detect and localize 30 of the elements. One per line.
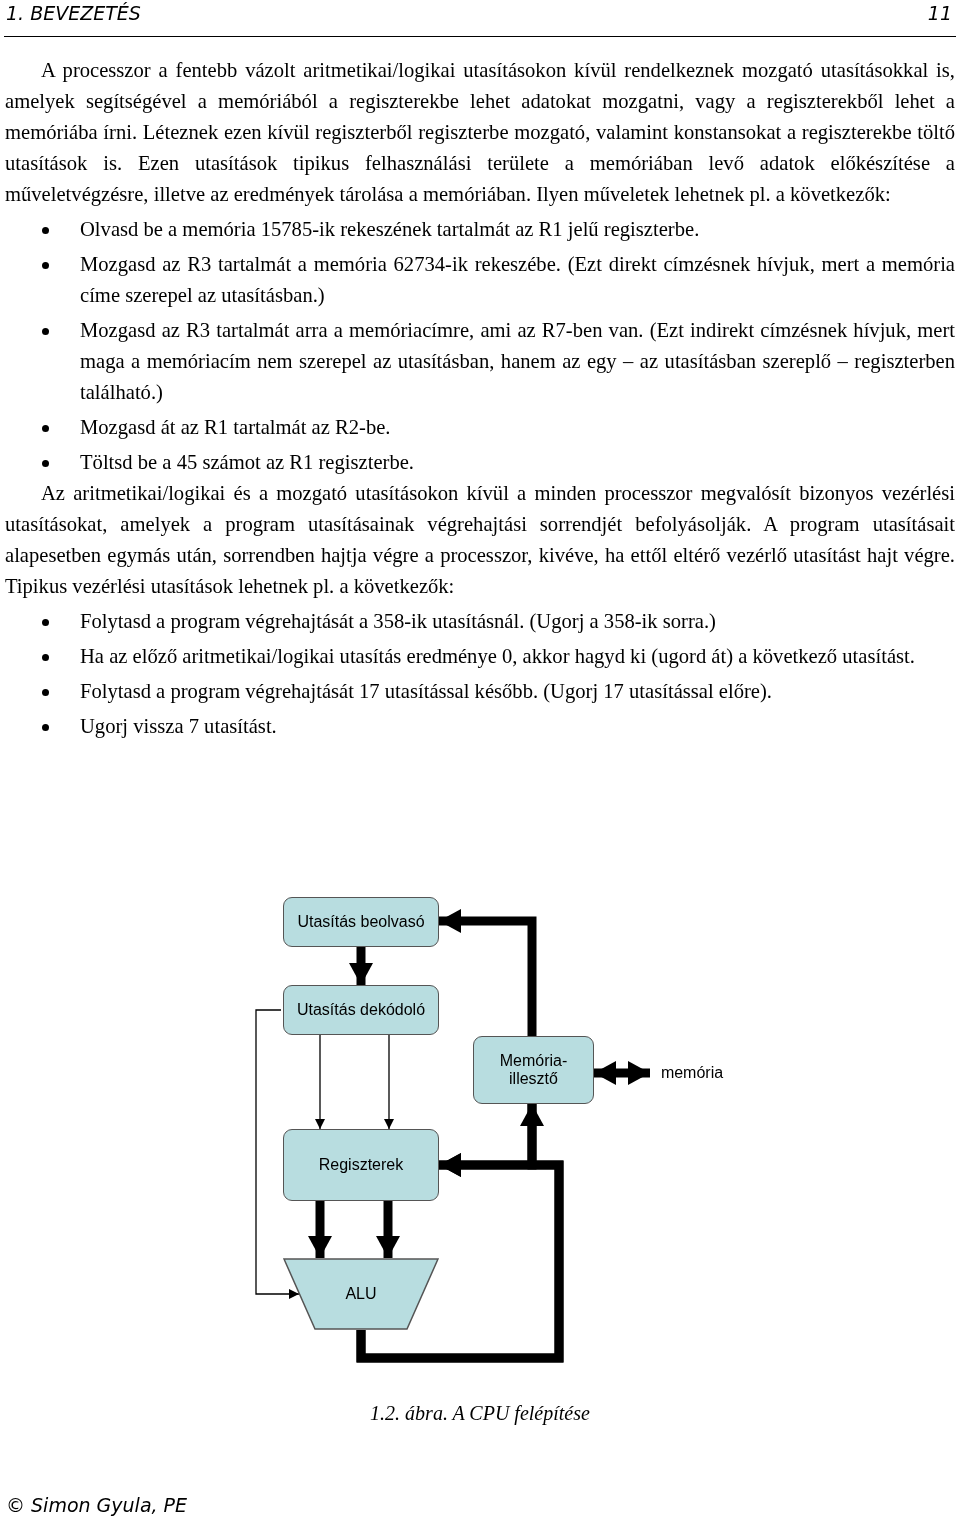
list-item-text: Mozgasd át az R1 tartalmát az R2-be. bbox=[80, 416, 391, 438]
list-item-text: Olvasd be a memória 15785-ik rekeszének tartalmát az R1 jelű regiszterbe. bbox=[80, 218, 700, 240]
memory-label: memória bbox=[652, 1060, 732, 1086]
list-item-text: Ha az előző aritmetikai/logikai utasítás eredménye 0, akkor hagyd ki (ugord át) a következő utasítást. bbox=[80, 645, 915, 667]
paragraph: A processzor a fentebb vázolt aritmetikai/logikai utasításokon kívül rendelkeznek mozgató utasításokkal is, amelyek segítségével a memóriából a regiszterekbe lehet adatokat mozgatni, vagy a regiszterekből lehet a memóriába írni. Léteznek ezen kívül regiszterből regiszterbe mozgató, valamint konstansokat a regiszterekbe töltő utasítások is. Ezen utasítások tipikus felhasználási területe a memóriában levő adatok előkészítése a műveletvégzésre, illetve az eredmények tárolása a memóriában. Ilyen műveletek lehetnek pl. a következők: bbox=[5, 58, 955, 208]
register-box: Regiszterek bbox=[283, 1129, 439, 1201]
arrow bbox=[308, 1201, 332, 1258]
arrow bbox=[439, 909, 537, 1036]
process-box: Memória-illesztő bbox=[473, 1036, 594, 1104]
list-item-text: Folytasd a program végrehajtását a 358-ik utasításnál. (Ugorj a 358-ik sorra.) bbox=[80, 610, 716, 632]
paragraph: Az aritmetikai/logikai és a mozgató utasításokon kívül a minden processzor megvalósít bizonyos vezérlési utasításokat, amelyek a program utasításainak végrehajtási sorrendjét befolyásolják. A program utasításait alapesetben egymás után, sorrendben hajtja végre a processzor, kivéve, ha ettől eltérő vezérlő utasítást hajt végre. Tipikus vezérlési utasítások lehetnek pl. a következők: bbox=[5, 481, 955, 600]
arrow bbox=[255, 1009, 300, 1299]
arrow bbox=[349, 947, 373, 985]
running-header: 1. BEVEZETÉS bbox=[6, 2, 141, 24]
arrow bbox=[315, 1034, 325, 1130]
list-item-text: Mozgasd az R3 tartalmát a memória 62734-ik rekeszébe. (Ezt direkt címzésnek hívjuk, mert a memória címe szerepel az utasításban.) bbox=[80, 253, 955, 306]
arrow bbox=[439, 1104, 537, 1177]
arrow bbox=[594, 1061, 650, 1085]
arrow bbox=[376, 1201, 400, 1258]
list-item-text: Töltsd be a 45 számot az R1 regiszterbe. bbox=[80, 451, 414, 473]
arrow bbox=[384, 1034, 394, 1130]
list-item-text: Ugorj vissza 7 utasítást. bbox=[80, 715, 277, 737]
list-item-text: Mozgasd az R3 tartalmát arra a memóriacímre, ami az R7-ben van. (Ezt indirekt címzésnek hívjuk, mert maga a memóriacím nem szerepel az utasításban, hanem az egy – az utasításban szereplő – regiszterben található.) bbox=[80, 319, 955, 403]
footer-copyright: © Simon Gyula, PE bbox=[6, 1494, 188, 1516]
process-box: Utasítás dekódoló bbox=[283, 985, 439, 1035]
page-number: 11 bbox=[927, 2, 952, 24]
figure-caption: 1.2. ábra. A CPU felépítése bbox=[369, 1402, 591, 1425]
list-item-text: Folytasd a program végrehajtását 17 utasítással később. (Ugorj 17 utasítással előre). bbox=[80, 680, 772, 702]
process-box: Utasítás beolvasó bbox=[283, 897, 439, 947]
alu-trapezoid: ALU bbox=[283, 1258, 439, 1330]
